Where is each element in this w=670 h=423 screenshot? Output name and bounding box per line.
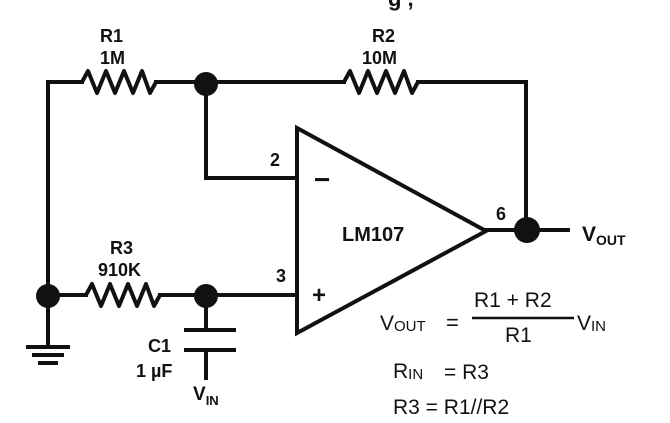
resistor-r2 [342,69,420,95]
wire-inverting-input [204,80,298,180]
gain-lhs: VOUT [380,312,426,335]
opamp-minus-sign: − [314,164,330,195]
rin-lhs-sub: IN [408,366,423,383]
resistor-r3 [84,282,162,308]
junction-ground [36,284,60,308]
rin-rhs: = R3 [444,361,489,384]
ground-icon [26,345,70,365]
r2-name: R2 [372,26,395,46]
pin-2-label: 2 [270,150,280,170]
r3-equation: R3 = R1//R2 [393,396,509,419]
gain-lhs-main: V [380,312,394,335]
opamp-lm107 [295,124,491,337]
junction-feedback [194,72,218,96]
junction-noninverting [194,284,218,308]
r1-value: 1M [100,48,125,68]
vin-sub: IN [206,393,219,408]
gain-equals: = [446,310,459,335]
r3-value: 910K [98,260,141,280]
rin-lhs: RIN [393,360,423,383]
pin-3-label: 3 [276,266,286,286]
pin-6-label: 6 [496,204,506,224]
rin-lhs-main: R [393,360,408,383]
c1-name: C1 [148,336,171,356]
r2-value: 10M [362,48,397,68]
vout-main: V [582,223,596,246]
gain-rhs: VIN [577,312,606,335]
vin-main: V [193,384,206,405]
opamp-plus-sign: + [312,282,326,309]
gain-rhs-sub: IN [591,318,606,335]
junction-output [514,217,540,243]
gain-rhs-main: V [577,312,591,335]
vout-label: VOUT [582,223,626,248]
c1-value: 1 µF [136,361,172,381]
r3-name: R3 [110,238,133,258]
opamp-label: LM107 [342,224,404,246]
vout-sub: OUT [596,232,626,248]
resistor-r1 [80,69,158,95]
gain-lhs-sub: OUT [394,318,426,335]
wire-top-right [416,80,528,232]
gain-numerator: R1 + R2 [474,289,552,312]
gain-denominator: R1 [505,324,532,347]
gain-equation: VOUT = R1 + R2 R1 VIN [380,289,606,347]
r1-name: R1 [100,26,123,46]
rin-equation: RIN = R3 [393,360,489,384]
header-fragment: g , [388,0,414,11]
vin-label: VIN [193,384,219,408]
